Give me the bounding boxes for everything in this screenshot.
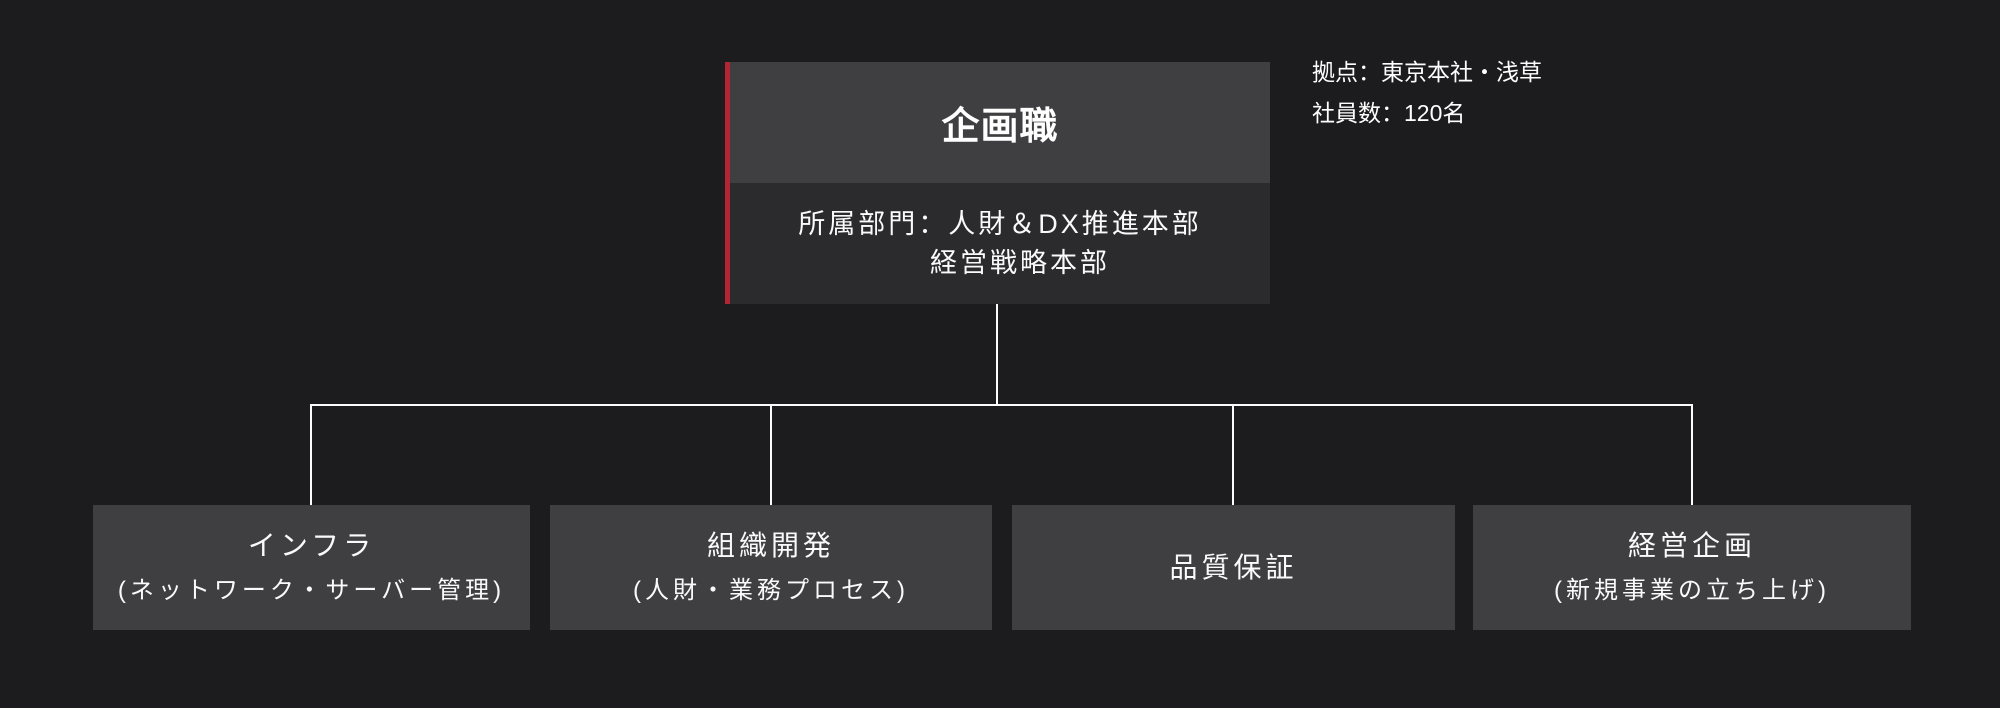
connector-drop-4 — [1691, 405, 1693, 505]
connector-horizontal — [310, 404, 1693, 406]
connector-drop-1 — [310, 405, 312, 505]
child-node-subtitle: (新規事業の立ち上げ) — [1554, 576, 1830, 604]
child-node-title: インフラ — [247, 529, 376, 561]
org-node-org-development: 組織開発 (人財・業務プロセス) — [550, 505, 992, 630]
accent-bar — [725, 62, 730, 304]
child-node-title: 経営企画 — [1627, 529, 1756, 561]
root-department-line1: 所属部門：人財＆DX推進本部 — [798, 208, 1202, 239]
site-info: 拠点：東京本社・浅草 社員数：120名 — [1312, 52, 1542, 134]
root-node-body: 所属部門：人財＆DX推進本部 経営戦略本部 — [730, 183, 1270, 304]
connector-stem — [996, 304, 998, 405]
site-location: 拠点：東京本社・浅草 — [1312, 59, 1542, 85]
child-node-subtitle: (人財・業務プロセス) — [633, 576, 909, 604]
employee-count: 社員数：120名 — [1312, 100, 1466, 126]
child-node-title: 組織開発 — [706, 529, 835, 561]
root-node-header: 企画職 — [730, 62, 1270, 183]
connector-drop-2 — [770, 405, 772, 505]
root-department-line2: 経営戦略本部 — [930, 247, 1110, 278]
root-node-title: 企画職 — [941, 106, 1059, 148]
org-node-quality-assurance: 品質保証 — [1012, 505, 1455, 630]
child-node-title: 品質保証 — [1169, 551, 1298, 583]
org-node-root: 企画職 所属部門：人財＆DX推進本部 経営戦略本部 — [725, 62, 1270, 304]
child-node-subtitle: (ネットワーク・サーバー管理) — [117, 576, 506, 604]
connector-drop-3 — [1232, 405, 1234, 505]
org-node-corporate-planning: 経営企画 (新規事業の立ち上げ) — [1473, 505, 1911, 630]
org-node-infra: インフラ (ネットワーク・サーバー管理) — [93, 505, 530, 630]
